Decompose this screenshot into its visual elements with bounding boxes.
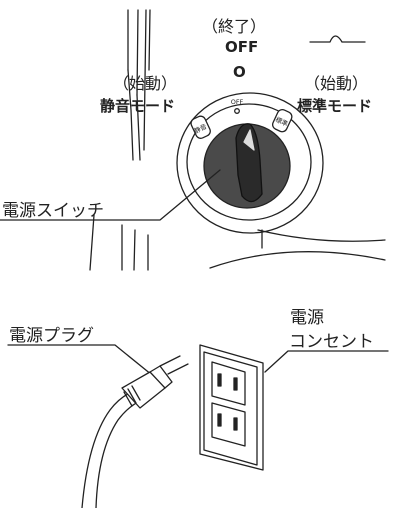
power-plug-callout: 電源プラグ — [9, 326, 94, 346]
standard-mode-label: 標準モード — [297, 97, 373, 115]
quiet-mode-label: 静音モード — [100, 97, 176, 115]
dial-badge-left — [190, 115, 211, 139]
switch-housing — [176, 92, 324, 234]
power-plug — [81, 355, 189, 509]
wall-outlet — [199, 344, 264, 471]
standard-paren-label: （始動） — [304, 74, 369, 93]
plug-leader-line — [7, 344, 153, 376]
outlet-callout-line2: コンセント — [289, 332, 374, 352]
outlet-callout-line1: 電源 — [290, 308, 324, 328]
outlet-leader-line — [264, 350, 389, 373]
off-label: OFF — [225, 38, 259, 56]
dial-off-text: OFF — [231, 98, 244, 106]
off-symbol-label: O — [233, 63, 246, 81]
quiet-paren-label: （始動） — [113, 74, 178, 93]
appliance-body — [89, 9, 386, 271]
off-paren-label: （終了） — [202, 17, 267, 36]
power-switch-callout: 電源スイッチ — [2, 201, 104, 221]
dial-badge-right — [272, 108, 293, 133]
switch-leader-line — [0, 169, 221, 221]
